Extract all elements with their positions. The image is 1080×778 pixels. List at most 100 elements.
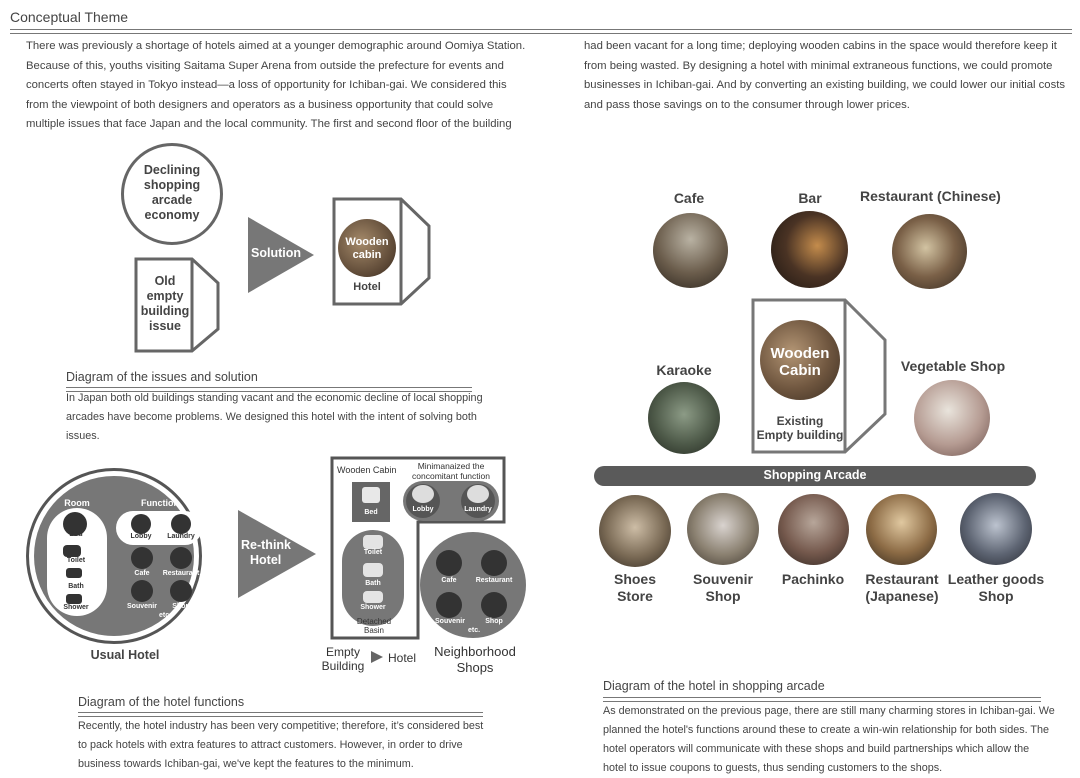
neighborhood-label: Neighborhood Shops (425, 644, 525, 676)
leather-line: Shop (978, 588, 1014, 604)
vegetable-photo (914, 380, 990, 456)
intro-right-line: and pass those savings on to the consume… (584, 98, 910, 111)
neighborhood-line: Shops (456, 660, 494, 675)
lobby-label: Lobby (130, 533, 152, 540)
karaoke-title: Karaoke (656, 362, 712, 378)
shoes-title: Shoes Store (595, 571, 675, 605)
cabin-bath-label: Bath (365, 580, 381, 587)
nb-souvenir-label: Souvenir (435, 618, 465, 625)
declining-line: economy (144, 208, 200, 222)
detached-basin-label: Detached Basin (344, 617, 404, 635)
intro-left-line: from the viewpoint of both designers and… (26, 98, 494, 111)
empty-building-icon (330, 456, 506, 640)
wooden-cabin-title: Wooden Cabin (337, 465, 397, 475)
nb-cafe-icon (436, 550, 462, 576)
pachinko-title: Pachinko (773, 571, 853, 588)
empty-building-line: Empty (325, 645, 360, 659)
issues-caption-text: In Japan both old buildings standing vac… (66, 389, 506, 446)
restaurant-japanese-line: Restaurant (865, 571, 939, 587)
wooden-cabin-line: cabin (352, 249, 382, 261)
nb-restaurant-label: Restaurant (475, 577, 513, 584)
souvenir-line: Shop (705, 588, 741, 604)
functions-caption-line: to pack hotels with extra features to at… (78, 739, 463, 751)
pachinko-line: Pachinko (781, 571, 845, 587)
rethink-line: Hotel (250, 553, 282, 567)
intro-left: There was previously a shortage of hotel… (26, 37, 546, 135)
cabin-bed-icon (362, 487, 380, 503)
issues-caption-line: In Japan both old buildings standing vac… (66, 392, 483, 404)
detached-basin-line: Basin (363, 626, 384, 635)
functions-caption-rule (78, 712, 483, 717)
leather-title: Leather goods Shop (944, 571, 1048, 605)
restaurant-japanese-title: Restaurant (Japanese) (855, 571, 949, 605)
existing-line: Existing (776, 414, 824, 428)
shower-icon (66, 594, 82, 604)
shop-label: Shop (172, 603, 190, 610)
issues-caption-rule (66, 387, 472, 392)
empty-building-label: Empty Building (316, 645, 370, 673)
neighborhood-circle (420, 532, 526, 638)
cabin-lobby-icon (412, 485, 434, 503)
intro-right-line: from being wasted. By designing a hotel … (584, 59, 1053, 72)
declining-label: Declining shopping arcade economy (121, 163, 223, 223)
arrow-right-icon (371, 651, 383, 663)
souvenir-photo (687, 493, 759, 565)
cabin-laundry-icon (467, 485, 489, 503)
intro-right: had been vacant for a long time; deployi… (584, 37, 1074, 115)
shoes-line: Store (617, 588, 653, 604)
restaurant-icon (170, 547, 192, 569)
arcade-caption-line: hotel to issue coupons to guests, thus s… (603, 762, 943, 774)
intro-right-line: businesses in Ichiban-gai. And by conver… (584, 79, 1066, 91)
intro-left-line: Because of this, youths visiting Saitama… (26, 59, 504, 72)
toilet-label: Toilet (66, 557, 86, 564)
pachinko-photo (778, 494, 849, 565)
wooden-cabin-line: Wooden (345, 236, 389, 248)
old-building-line: Old (154, 274, 176, 288)
rethink-line: Re-think (241, 538, 291, 552)
restaurant-japanese-photo (866, 494, 937, 565)
restaurant-chinese-photo (892, 214, 967, 289)
solution-arrow-icon (248, 217, 314, 293)
cabin-bed-label: Bed (364, 509, 378, 516)
wooden-cabin-label: Wooden cabin (336, 236, 398, 262)
functions-caption-title: Diagram of the hotel functions (78, 695, 245, 709)
restaurant-japanese-line: (Japanese) (865, 588, 939, 604)
nb-souvenir-icon (436, 592, 462, 618)
issues-caption-line: issues. (66, 430, 100, 442)
bar-photo (771, 211, 848, 288)
souvenir-title: Souvenir Shop (683, 571, 763, 605)
shower-label: Shower (63, 604, 89, 611)
arcade-caption-line: As demonstrated on the previous page, th… (603, 705, 1055, 717)
shoes-photo (599, 495, 671, 567)
etc-label: etc. (158, 612, 172, 619)
declining-circle (121, 143, 223, 245)
old-building-label: Old empty building issue (136, 274, 194, 334)
declining-line: Declining (143, 163, 201, 177)
souvenir-icon (131, 580, 153, 602)
souvenir-label: Souvenir (127, 603, 157, 610)
laundry-icon (171, 514, 191, 534)
function-label: Function (141, 498, 179, 508)
bath-label: Bath (68, 583, 84, 590)
issues-caption-line: arcades have become problems. We designe… (66, 411, 477, 423)
existing-building-icon (751, 298, 887, 454)
bar-title: Bar (798, 190, 822, 206)
rethink-label: Re-think Hotel (241, 538, 291, 568)
cabin-shower-icon (363, 591, 383, 603)
arcade-caption-line: hotel operators will communicate with th… (603, 743, 1030, 755)
solution-label: Solution (251, 246, 301, 260)
old-building-line: issue (149, 319, 181, 333)
cabin-shower-label: Shower (360, 604, 386, 611)
restaurant-label: Restaurant (162, 570, 200, 577)
vegetable-title: Vegetable Shop (900, 358, 1006, 374)
existing-label: Existing Empty building (753, 414, 847, 442)
arcade-caption-rule (603, 697, 1041, 702)
lobby-icon (131, 514, 151, 534)
intro-left-line: concerts often stayed in Tokyo instead—a… (26, 79, 507, 91)
usual-hotel-label: Usual Hotel (90, 648, 160, 662)
cabin-bath-icon (363, 563, 383, 577)
cabin-toilet-icon (363, 535, 383, 549)
nb-shop-icon (481, 592, 507, 618)
neighborhood-line: Neighborhood (434, 644, 516, 659)
detached-basin-line: Detached (356, 617, 392, 626)
